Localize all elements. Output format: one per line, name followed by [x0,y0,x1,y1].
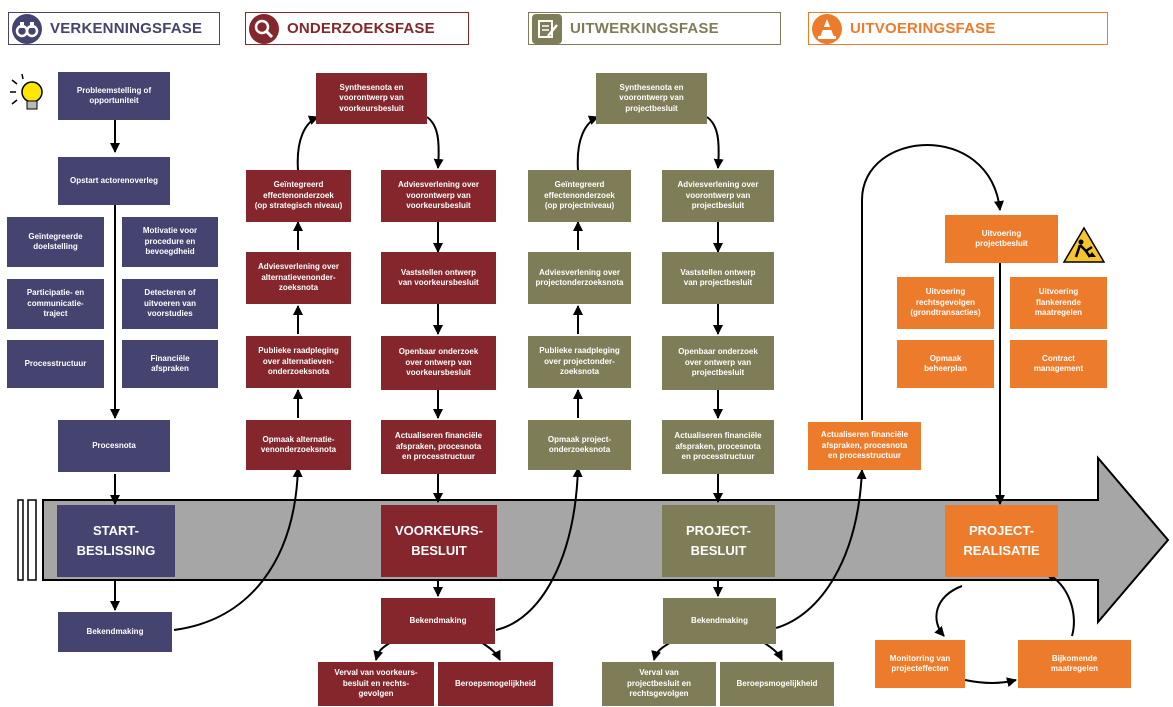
box-motivatie-procedure: Motivatie voor procedure en bevoegdheid [122,217,218,267]
box-opstart-actorenoverleg: Opstart actorenoverleg [58,157,170,205]
box-opmaak-alternatievennota: Opmaak alternatie- venonderzoeksnota [246,420,351,470]
box-openbaar-onderzoek-voorkeur: Openbaar onderzoek over ontwerp van voor… [381,336,496,390]
box-opmaak-beheerplan: Opmaak beheerplan [897,340,994,388]
phase-label: VERKENNINGSFASE [50,20,203,37]
box-synthesenota-voorkeursbesluit: Synthesenota en voorontwerp van voorkeur… [316,73,427,124]
box-adviesverlening-alternatieven: Adviesverlening over alternatievenonder-… [246,252,351,304]
milestone-voorkeursbesluit: VOORKEURS- BESLUIT [381,505,497,577]
box-contract-management: Contract management [1010,340,1107,388]
box-actualiseren-uitvoering: Actualiseren financiële afspraken, proce… [808,422,921,470]
phase-header-onderzoek: ONDERZOEKSFASE [245,12,469,45]
box-uitvoering-rechtsgevolgen: Uitvoering rechtsgevolgen (grondtransact… [897,277,994,329]
box-publieke-raadpleging-alternatieven: Publieke raadpleging over alternatieven-… [246,336,351,388]
milestone-projectrealisatie: PROJECT- REALISATIE [945,505,1058,577]
box-participatie-communicatie: Participatie- en communicatie- traject [7,279,104,329]
box-publieke-raadpleging-project: Publieke raadpleging over projectonder- … [528,336,631,388]
box-monitoring-projecteffecten: Monitorring van projecteffecten [875,640,965,688]
box-uitvoering-projectbesluit: Uitvoering projectbesluit [945,215,1058,263]
box-effectenonderzoek-project: Geïntegreerd effectenonderzoek (op proje… [528,170,631,222]
box-actualiseren-uitwerking: Actualiseren financiële afspraken, proce… [662,420,774,474]
phase-header-uitwerking: UITWERKINGSFASE [528,12,781,45]
lightbulb-icon [8,72,48,116]
phase-label: ONDERZOEKSFASE [287,20,435,37]
binoculars-icon [12,13,42,44]
box-bijkomende-maatregelen: Bijkomende maatregelen [1018,640,1131,688]
box-adviesverlening-voorontwerp-voorkeur: Adviesverlening over voorontwerp van voo… [381,170,496,222]
timeline-arrow [17,455,1170,625]
milestone-projectbesluit: PROJECT- BESLUIT [662,505,775,577]
box-actualiseren-onderzoek: Actualiseren financiële afspraken, proce… [381,420,496,474]
box-openbaar-onderzoek-project: Openbaar onderzoek over ontwerp van proj… [662,336,774,390]
box-beroepsmogelijkheid-project: Beroepsmogelijkheid [720,662,834,706]
phase-label: UITWERKINGSFASE [570,20,719,37]
road-works-sign-icon [1062,225,1106,265]
box-beroepsmogelijkheid-voorkeur: Beroepsmogelijkheid [438,662,553,706]
box-financiele-afspraken: Financiële afspraken [122,340,218,388]
box-verval-voorkeursbesluit: Verval van voorkeurs- besluit en rechts-… [318,662,434,706]
clipboard-pencil-icon [532,13,562,44]
box-vaststellen-ontwerp-project: Vaststellen ontwerp van projectbesluit [662,252,774,304]
box-adviesverlening-voorontwerp-project: Adviesverlening over voorontwerp van pro… [662,170,774,222]
box-opmaak-projectnota: Opmaak project- onderzoeksnota [528,420,631,470]
box-procesnota: Procesnota [58,420,170,472]
box-effectenonderzoek-strategisch: Geïntegreerd effectenonderzoek (op strat… [246,170,351,222]
box-detecteren-voorstudies: Detecteren of uitvoeren van voorstudies [122,279,218,329]
magnifier-icon [249,13,279,44]
phase-label: UITVOERINGSFASE [850,20,996,37]
milestone-startbeslissing: START- BESLISSING [57,505,175,577]
box-verval-projectbesluit: Verval van projectbesluit en rechtsgevol… [602,662,716,706]
box-adviesverlening-projectnota: Adviesverlening over projectonderzoeksno… [528,252,631,304]
box-probleemstelling: Probleemstelling of opportuniteit [58,72,170,120]
box-bekendmaking-start: Bekendmaking [58,612,172,652]
box-bekendmaking-voorkeur: Bekendmaking [381,598,495,644]
box-uitvoering-flankerende: Uitvoering flankerende maatregelen [1010,277,1107,329]
box-processtructuur: Processtructuur [7,340,104,388]
box-bekendmaking-project: Bekendmaking [663,598,776,644]
phase-header-verkenning: VERKENNINGSFASE [8,12,220,45]
traffic-cone-icon [812,13,842,44]
box-synthesenota-projectbesluit: Synthesenota en voorontwerp van projectb… [596,73,707,124]
phase-header-uitvoering: UITVOERINGSFASE [808,12,1108,45]
box-geintegreerde-doelstelling: Geïntegreerde doelstelling [7,217,104,267]
box-vaststellen-ontwerp-voorkeur: Vaststellen ontwerp van voorkeursbesluit [381,252,496,304]
